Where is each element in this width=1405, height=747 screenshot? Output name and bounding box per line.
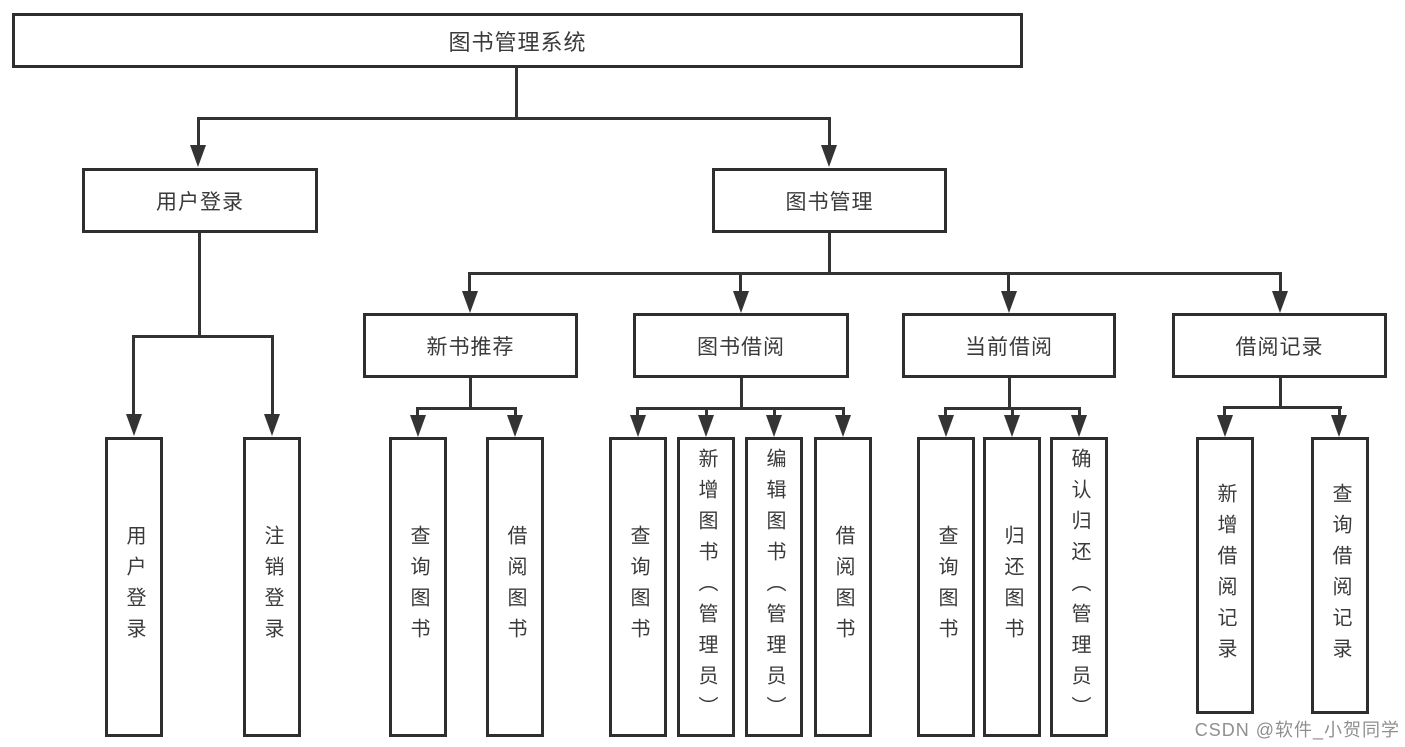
leaf-query-books-1: 查询图书 [389,437,447,737]
arrowhead-icon [938,415,954,437]
arrowhead-icon [698,415,714,437]
node-label: 图书借阅 [697,335,785,359]
connector-line [198,233,201,338]
node-label: 查询图书 [627,525,649,649]
arrowhead-icon [835,415,851,437]
arrowhead-icon [630,415,646,437]
connector-line [1338,406,1341,417]
node-label: 新增借阅记录 [1214,482,1236,669]
node-label: 查询图书 [935,525,957,649]
leaf-edit-book-admin: 编辑图书（管理员） [745,437,803,737]
connector-line [1279,272,1282,292]
node-label: 用户登录 [123,525,145,649]
connector-line [271,335,274,415]
node-label: 用户登录 [156,190,244,214]
arrowhead-icon [1217,415,1233,437]
arrowhead-icon [1071,415,1087,437]
arrowhead-icon [190,145,206,167]
connector-line [1007,272,1010,292]
connector-line [828,117,831,147]
connector-line [468,272,1282,275]
arrowhead-icon [1331,415,1347,437]
leaf-add-book-admin: 新增图书（管理员） [677,437,735,737]
connector-line [739,272,742,292]
connector-line [740,378,743,410]
node-label: 图书管理系统 [448,29,587,55]
connector-line [197,117,831,120]
connector-line [515,68,518,119]
leaf-return-books: 归还图书 [983,437,1041,737]
watermark: CSDN @软件_小贺同学 [1194,720,1400,740]
node-label: 归还图书 [1001,525,1023,649]
node-label: 借阅图书 [832,525,854,649]
node-label: 编辑图书（管理员） [763,447,785,727]
leaf-borrow-books-1: 借阅图书 [486,437,544,737]
node-label: 查询借阅记录 [1329,482,1351,669]
node-user-login: 用户登录 [82,168,318,233]
arrowhead-icon [126,414,142,436]
connector-line [944,407,947,417]
arrowhead-icon [733,291,749,313]
connector-line [636,407,639,417]
leaf-confirm-return-admin: 确认归还（管理员） [1050,437,1108,737]
connector-line [416,407,517,410]
connector-line [468,272,471,292]
node-label: 新书推荐 [426,335,515,359]
arrowhead-icon [1272,291,1288,313]
arrowhead-icon [507,415,523,437]
connector-line [514,407,517,417]
leaf-query-books-3: 查询图书 [917,437,975,737]
arrowhead-icon [766,415,782,437]
connector-line [828,233,831,275]
connector-line [197,117,200,147]
node-current-borrowing: 当前借阅 [902,313,1116,378]
connector-line [636,407,845,410]
node-borrowing-records: 借阅记录 [1172,313,1387,378]
leaf-logout: 注销登录 [243,437,301,737]
connector-line [842,407,845,417]
arrowhead-icon [410,415,426,437]
node-label: 借阅图书 [504,525,526,649]
node-label: 新增图书（管理员） [695,447,717,727]
node-label: 借阅记录 [1235,335,1324,359]
node-label: 注销登录 [261,525,283,649]
connector-line [416,407,419,417]
node-label: 查询图书 [407,525,429,649]
connector-line [469,378,472,410]
connector-line [1078,407,1081,417]
arrowhead-icon [1001,291,1017,313]
connector-line [1008,378,1011,410]
connector-line [773,407,776,417]
leaf-user-login: 用户登录 [105,437,163,737]
arrowhead-icon [462,291,478,313]
node-new-book-recommendation: 新书推荐 [363,313,578,378]
arrowhead-icon [821,145,837,167]
connector-line [132,335,274,338]
connector-line [1011,407,1014,417]
leaf-query-books-2: 查询图书 [609,437,667,737]
connector-line [1223,406,1342,409]
leaf-add-borrow-record: 新增借阅记录 [1196,437,1254,714]
node-book-borrowing: 图书借阅 [633,313,849,378]
arrowhead-icon [264,414,280,436]
connector-line [1279,378,1282,409]
node-book-management: 图书管理 [712,168,947,233]
connector-line [705,407,708,417]
node-label: 当前借阅 [965,335,1053,359]
leaf-borrow-books-2: 借阅图书 [814,437,872,737]
arrowhead-icon [1004,415,1020,437]
connector-line [132,335,135,415]
connector-line [1223,406,1226,417]
node-label: 图书管理 [785,190,874,214]
leaf-query-borrow-record: 查询借阅记录 [1311,437,1369,714]
node-library-management-system: 图书管理系统 [12,13,1023,68]
node-label: 确认归还（管理员） [1068,447,1090,727]
